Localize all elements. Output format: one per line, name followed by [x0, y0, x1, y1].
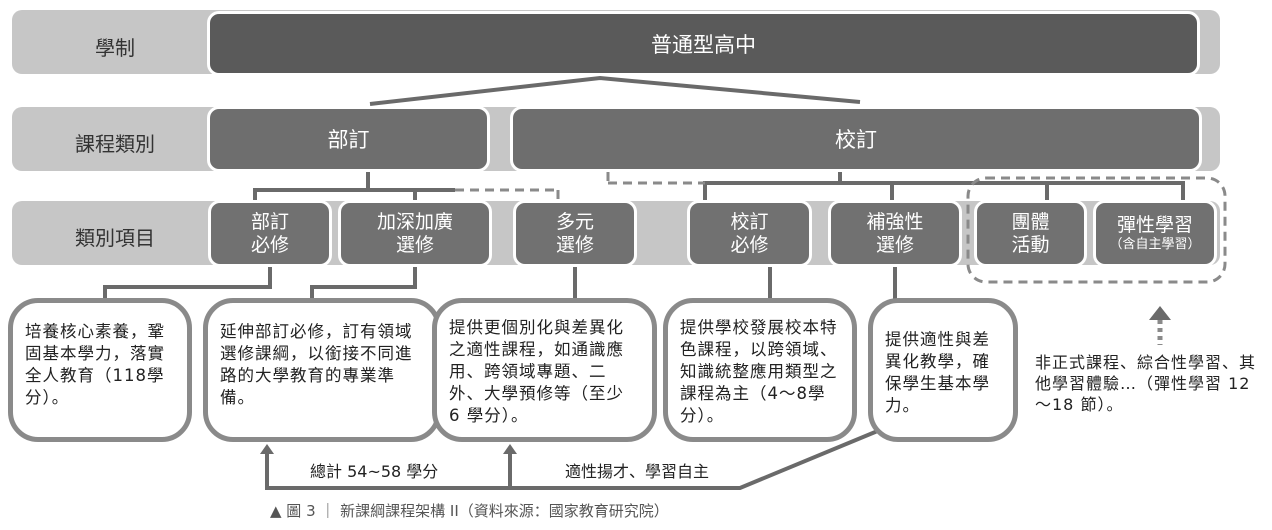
caption: ▲ 圖 3 ｜ 新課綱課程架構 II（資料來源：國家教育研究院）	[270, 502, 669, 520]
row-label-system: 學制	[95, 36, 135, 60]
item-group-activity: 團體活動	[974, 200, 1087, 267]
item-line: 團體	[1011, 210, 1050, 233]
desc-ministry-required: 培養核心素養，鞏固基本學力，落實全人教育（118學分）。	[8, 298, 192, 442]
desc-school-required: 提供學校發展校本特色課程，以跨領域、知識統整應用類型之課程為主（4～8學分）。	[663, 298, 857, 442]
category-ministry: 部訂	[207, 106, 490, 172]
item-ministry-required: 部訂必修	[208, 200, 332, 267]
item-line: 活動	[1011, 233, 1050, 256]
item-line: 補強性	[866, 210, 924, 233]
row-label-category: 課程類別	[75, 132, 155, 156]
item-line: 必修	[250, 233, 289, 256]
item-remedial-elective: 補強性選修	[828, 200, 962, 267]
item-line: 校訂	[730, 210, 769, 233]
item-line: 彈性學習	[1116, 214, 1193, 236]
total-credits-label: 總計 54~58 學分	[310, 462, 439, 481]
item-advanced-elective: 加深加廣選修	[338, 200, 492, 267]
category-school: 校訂	[510, 106, 1202, 172]
item-diverse-elective: 多元選修	[513, 200, 637, 267]
desc-diverse-elective: 提供更個別化與差異化之適性課程，如通識應用、跨領域專題、二外、大學預修等（至少 …	[432, 298, 657, 442]
item-line: （含自主學習）	[1109, 237, 1201, 252]
item-line: 必修	[730, 233, 769, 256]
item-line: 部訂	[250, 210, 289, 233]
desc-advanced-elective: 延伸部訂必修，訂有領域選修課綱，以銜接不同進路的大學教育的專業準備。	[203, 298, 441, 442]
desc-remedial-elective: 提供適性與差異化教學，確保學生基本學力。	[868, 298, 1018, 442]
motto-label: 適性揚才、學習自主	[565, 462, 710, 481]
row-label-items: 類別項目	[75, 226, 155, 250]
item-line: 加深加廣	[376, 210, 453, 233]
item-school-required: 校訂必修	[687, 200, 812, 267]
system-box: 普通型高中	[207, 11, 1200, 76]
item-line: 選修	[555, 233, 594, 256]
item-line: 選修	[395, 233, 434, 256]
item-flexible-learning: 彈性學習（含自主學習）	[1093, 200, 1217, 267]
item-line: 選修	[875, 233, 914, 256]
flex-note: 非正式課程、綜合性學習、其他學習體驗…（彈性學習 12～18 節）。	[1035, 353, 1257, 414]
item-line: 多元	[555, 210, 594, 233]
